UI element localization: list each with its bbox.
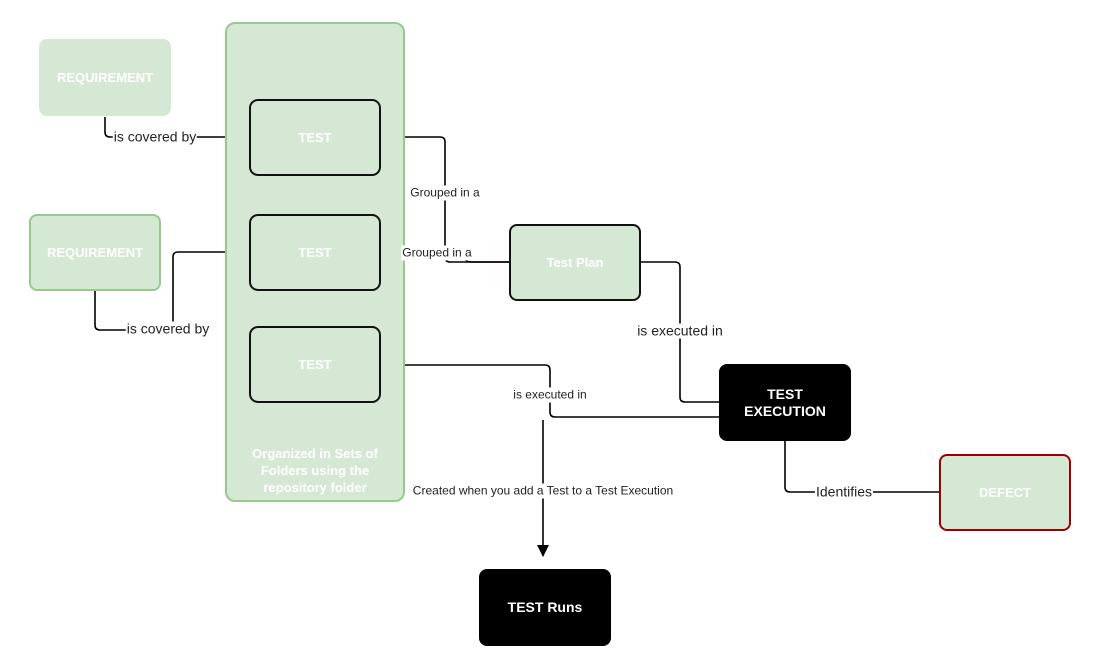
test-execution-node[interactable]: TEST EXECUTION [719,364,851,441]
test-node-1[interactable]: TEST [249,99,381,176]
edge-requirement-1-to-test-1 [104,117,250,138]
test-plan-label: Test Plan [546,255,604,270]
test-execution-label: TEST EXECUTION [744,385,826,419]
test-runs-label: TEST Runs [507,599,583,615]
folder-caption: Organized in Sets of Folders using the r… [252,446,378,495]
edge-label-runs-created: Created when you add a Test to a Test Ex… [411,483,675,499]
edge-label-plan-executed: is executed in [636,322,724,339]
requirement-node-2-label: REQUIREMENT [46,245,144,260]
edge-label-grouped-1: Grouped in a [409,185,481,201]
edge-test-execution-to-defect [784,440,940,493]
edge-label-covered-2: is covered by [125,320,211,337]
edge-label-test-executed: is executed in [512,387,588,403]
edge-label-covered-1: is covered by [112,128,198,145]
edge-label-identifies: Identifies [814,483,874,500]
test-node-3[interactable]: TEST [249,326,381,403]
test-node-2-label: TEST [298,245,332,260]
test-runs-node[interactable]: TEST Runs [479,569,611,646]
requirement-node-1-label: REQUIREMENT [56,70,154,85]
edge-label-grouped-2: Grouped in a [401,245,473,261]
requirement-node-2[interactable]: REQUIREMENT [29,214,161,291]
defect-label: DEFECT [979,485,1031,500]
defect-node[interactable]: DEFECT [939,454,1071,531]
test-node-1-label: TEST [298,130,332,145]
test-plan-node[interactable]: Test Plan [509,224,641,301]
requirement-node-1[interactable]: REQUIREMENT [39,39,171,116]
test-node-2[interactable]: TEST [249,214,381,291]
test-node-3-label: TEST [298,357,332,372]
